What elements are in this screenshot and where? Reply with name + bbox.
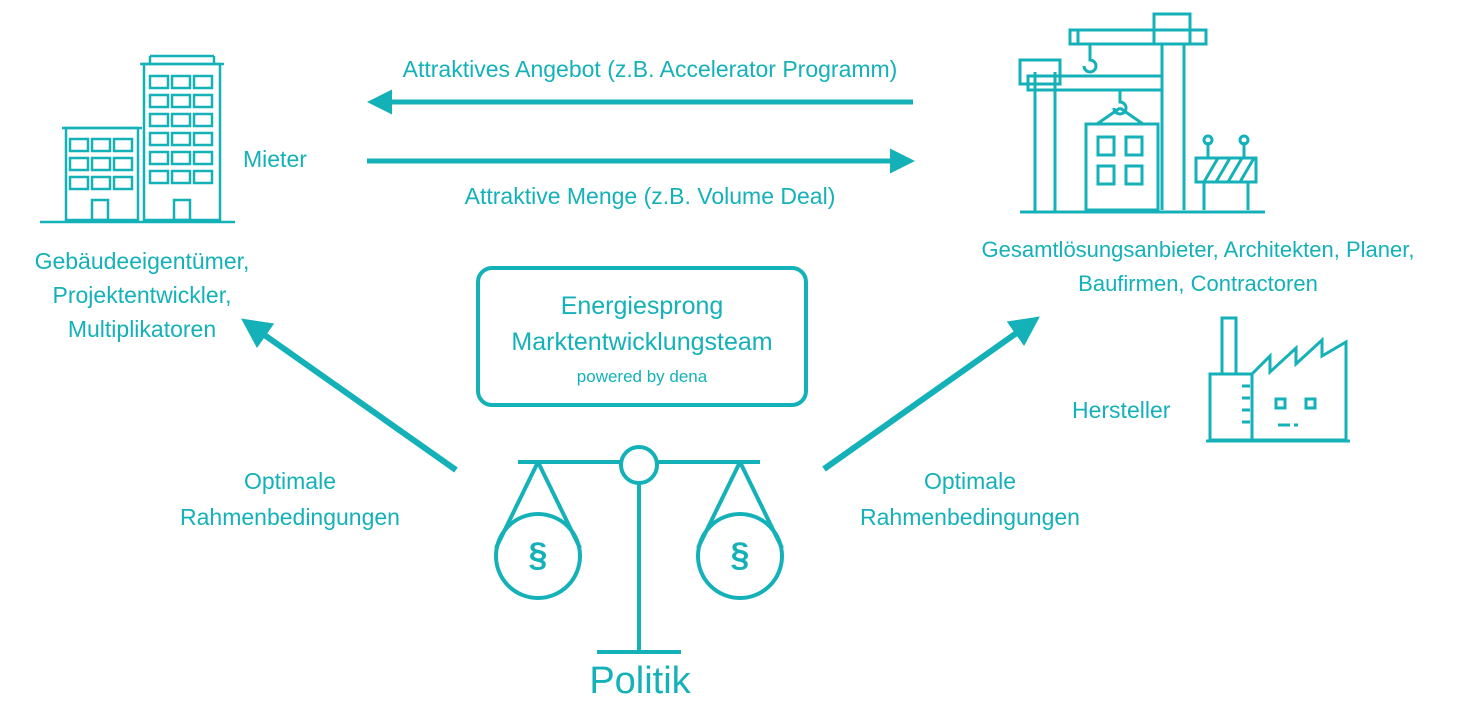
framework-left-line-2: Rahmenbedingungen bbox=[180, 504, 400, 530]
market-team-box: Energiesprong Marktentwicklungsteam powe… bbox=[476, 266, 808, 407]
owners-line-1: Gebäudeeigentümer, bbox=[34, 248, 250, 274]
framework-right-line-2: Rahmenbedingungen bbox=[860, 504, 1080, 530]
paragraph-symbol-right: § bbox=[730, 536, 750, 574]
market-team-line-1: Energiesprong bbox=[560, 292, 724, 320]
construction-site-icon bbox=[1018, 12, 1265, 214]
owners-line-2: Projektentwickler, bbox=[52, 282, 232, 308]
tenant-label: Mieter bbox=[243, 146, 307, 172]
providers-line-1: Gesamtlösungsanbieter, Architekten, Plan… bbox=[981, 237, 1415, 262]
market-team-line-3: powered by dena bbox=[576, 367, 708, 386]
politics-label: Politik bbox=[589, 660, 691, 702]
manufacturer-label: Hersteller bbox=[1072, 397, 1171, 423]
volume-arrow-label: Attraktive Menge (z.B. Volume Deal) bbox=[464, 183, 836, 209]
market-team-line-2: Marktentwicklungsteam bbox=[511, 328, 773, 356]
framework-arrow-right bbox=[822, 316, 1040, 472]
framework-right-line-1: Optimale bbox=[923, 468, 1017, 494]
offer-arrow-label: Attraktives Angebot (z.B. Accelerator Pr… bbox=[402, 56, 898, 82]
paragraph-symbol-left: § bbox=[528, 536, 548, 574]
office-buildings-icon bbox=[40, 54, 235, 224]
owners-line-3: Multiplikatoren bbox=[67, 316, 217, 342]
framework-left-line-1: Optimale bbox=[243, 468, 337, 494]
providers-line-2: Baufirmen, Contractoren bbox=[1078, 271, 1318, 296]
framework-arrow-left bbox=[241, 318, 458, 473]
factory-icon bbox=[1206, 316, 1350, 443]
balance-scale-icon bbox=[494, 445, 784, 654]
